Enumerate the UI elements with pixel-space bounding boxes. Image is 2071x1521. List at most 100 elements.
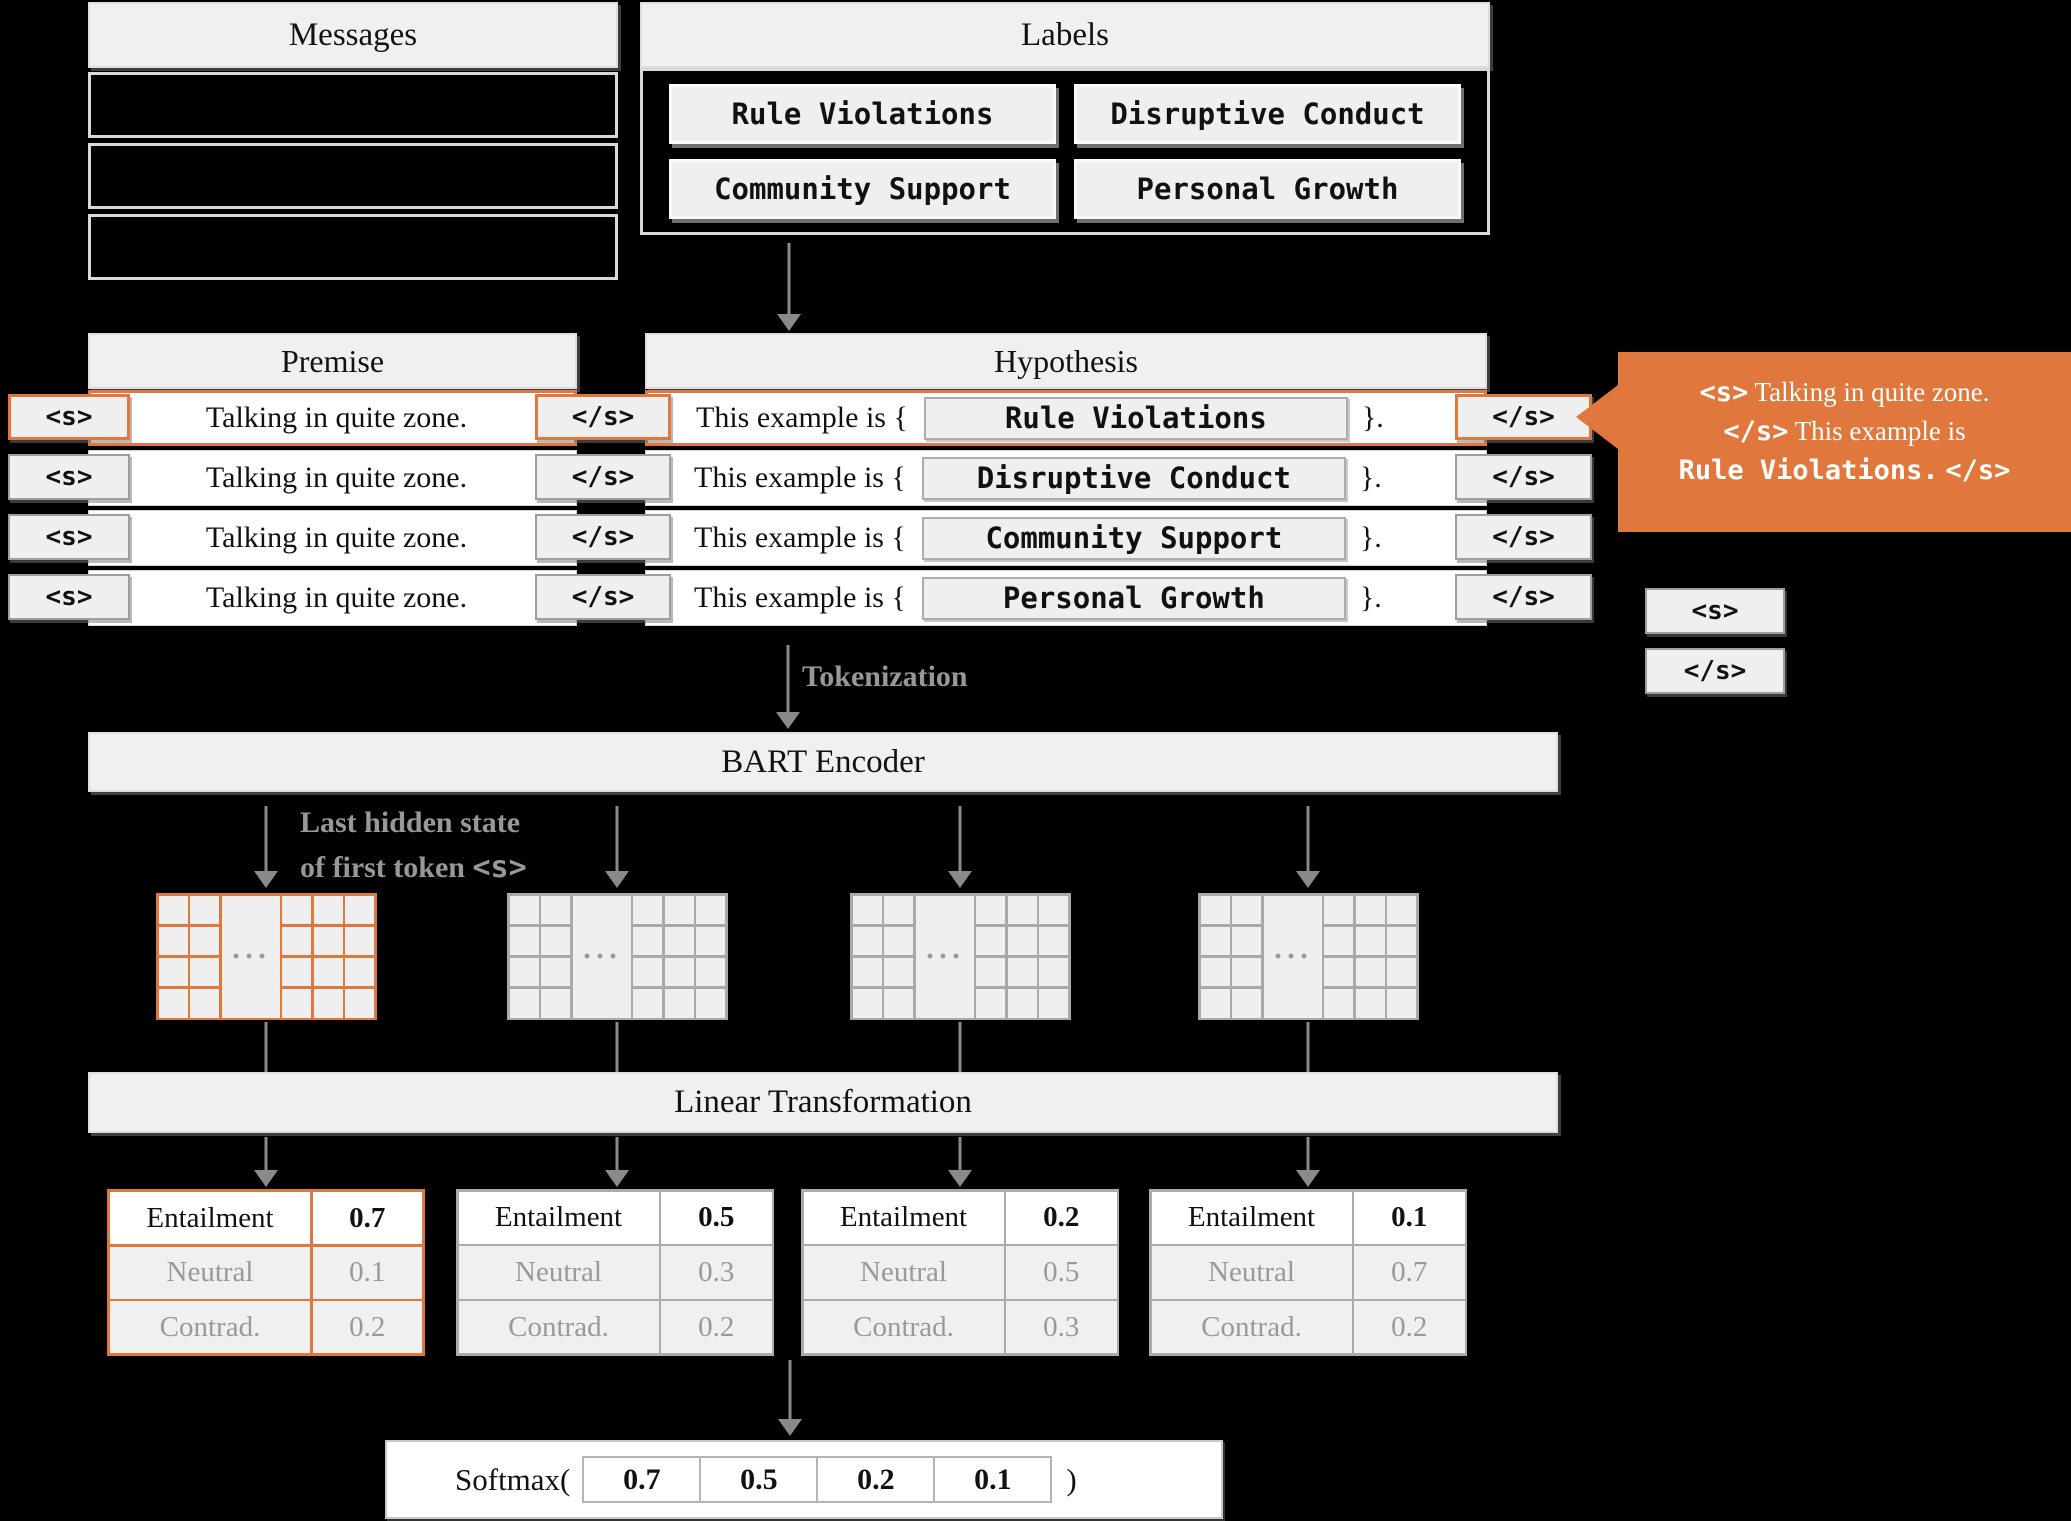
labels-panel-body: Rule Violations Disruptive Conduct Commu… [640, 68, 1490, 235]
matrix-cell [884, 957, 913, 987]
score-value: 0.1 [1354, 1191, 1465, 1244]
matrix-cell [1387, 988, 1416, 1018]
hypothesis-band: This example is { Personal Growth }. [645, 570, 1487, 626]
matrix-cell [1355, 895, 1385, 925]
connector-matrix-2 [603, 1022, 631, 1072]
redacted-message-row [88, 143, 618, 209]
label-chip-disruptive-conduct: Disruptive Conduct [1074, 84, 1461, 144]
hidden-state-matrix-4: ··· [1198, 893, 1419, 1020]
matrix-cell [696, 988, 725, 1018]
matrix-cell [1324, 895, 1353, 925]
matrix-cell [1232, 988, 1261, 1018]
matrix-cell [1324, 988, 1353, 1018]
bos-token-box: <s> [8, 394, 130, 440]
score-label: Entailment [110, 1192, 310, 1244]
matrix-cell [1200, 988, 1230, 1018]
callout-line-3: Rule Violations. </s> [1618, 451, 2071, 490]
matrix-cell [664, 988, 694, 1018]
matrix-cell [190, 895, 219, 925]
nli-row-personal-growth: Talking in quite zone. This example is {… [0, 570, 1660, 626]
matrix-cell [282, 957, 311, 987]
sequence-callout: <s> Talking in quite zone. </s> This exa… [1576, 352, 2071, 532]
premise-header: Premise [88, 333, 577, 389]
nli-row-disruptive-conduct: Talking in quite zone. This example is {… [0, 450, 1660, 506]
callout-premise-text: Talking in quite zone. [1754, 377, 1990, 407]
eos-token-box: </s> [1455, 394, 1592, 440]
hypothesis-band: This example is { Rule Violations }. [645, 390, 1487, 446]
matrix-cell [664, 957, 694, 987]
bos-token-box: <s> [8, 454, 130, 500]
matrix-cell [852, 957, 882, 987]
matrix-ellipsis-cell: ··· [915, 895, 974, 1018]
matrix-cell [190, 957, 219, 987]
matrix-cell [1355, 926, 1385, 956]
hypothesis-prefix: This example is { [694, 521, 906, 554]
score-value: 0.3 [1006, 1301, 1117, 1354]
matrix-cell [633, 926, 662, 956]
hypothesis-band: This example is { Disruptive Conduct }. [645, 450, 1487, 506]
hidden-state-note: Last hidden state of first token <s> [300, 800, 527, 890]
matrix-cell [1039, 926, 1068, 956]
softmax-value: 0.1 [933, 1456, 1053, 1503]
matrix-cell [345, 988, 374, 1018]
score-value: 0.2 [1006, 1191, 1117, 1244]
eos-token-box: </s> [1455, 514, 1592, 560]
matrix-cell [1200, 957, 1230, 987]
matrix-cell [1039, 895, 1068, 925]
hypothesis-label-box: Personal Growth [921, 576, 1346, 620]
labels-panel: Labels Rule Violations Disruptive Conduc… [640, 2, 1490, 235]
down-arrow-linear-output-3 [946, 1137, 974, 1187]
score-label: Contrad. [803, 1301, 1004, 1354]
down-arrow-softmax [776, 1360, 804, 1436]
matrix-cell [158, 988, 188, 1018]
matrix-cell [190, 988, 219, 1018]
matrix-cell [541, 957, 570, 987]
premise-band: Talking in quite zone. [88, 510, 577, 566]
matrix-ellipsis-cell: ··· [221, 895, 280, 1018]
hypothesis-suffix: }. [1359, 461, 1382, 494]
down-arrow-linear-output-2 [603, 1137, 631, 1187]
matrix-cell [313, 988, 343, 1018]
score-value: 0.7 [312, 1192, 422, 1244]
score-table-personal-growth: Entailment 0.1 Neutral 0.7 Contrad. 0.2 [1149, 1189, 1467, 1356]
hypothesis-label-box: Disruptive Conduct [921, 456, 1346, 500]
matrix-cell [1232, 926, 1261, 956]
score-value: 0.2 [1354, 1301, 1465, 1354]
linear-transformation-bar: Linear Transformation [88, 1072, 1558, 1133]
label-chip-community-support: Community Support [669, 159, 1056, 219]
matrix-cell [1355, 988, 1385, 1018]
score-table-disruptive-conduct: Entailment 0.5 Neutral 0.3 Contrad. 0.2 [456, 1189, 774, 1356]
matrix-cell [633, 988, 662, 1018]
matrix-cell [696, 957, 725, 987]
matrix-cell [282, 926, 311, 956]
matrix-cell [313, 926, 343, 956]
label-chip-rule-violations: Rule Violations [669, 84, 1056, 144]
eos-token: </s> [1945, 455, 2011, 486]
matrix-cell [884, 895, 913, 925]
messages-panel-header: Messages [88, 2, 618, 68]
score-label: Contrad. [458, 1301, 659, 1354]
hidden-state-note-line2: of first token [300, 851, 465, 884]
premise-band: Talking in quite zone. [88, 450, 577, 506]
matrix-cell [541, 895, 570, 925]
bos-token: <s> [472, 850, 527, 885]
premise-text: Talking in quite zone. [205, 401, 468, 434]
hypothesis-prefix: This example is { [696, 401, 908, 434]
eos-token-box: </s> [535, 454, 671, 500]
matrix-cell [1324, 926, 1353, 956]
matrix-cell [282, 988, 311, 1018]
matrix-ellipsis-cell: ··· [572, 895, 631, 1018]
matrix-cell [345, 957, 374, 987]
score-label: Neutral [1151, 1246, 1352, 1299]
matrix-cell [664, 926, 694, 956]
score-value: 0.7 [1354, 1246, 1465, 1299]
matrix-cell [976, 895, 1005, 925]
matrix-cell [282, 895, 311, 925]
score-label: Contrad. [1151, 1301, 1352, 1354]
matrix-cell [1324, 957, 1353, 987]
matrix-cell [976, 926, 1005, 956]
redacted-message-row [88, 214, 618, 280]
hypothesis-prefix: This example is { [694, 581, 906, 614]
down-arrow-encoder-output-2 [603, 806, 631, 888]
matrix-cell [541, 988, 570, 1018]
